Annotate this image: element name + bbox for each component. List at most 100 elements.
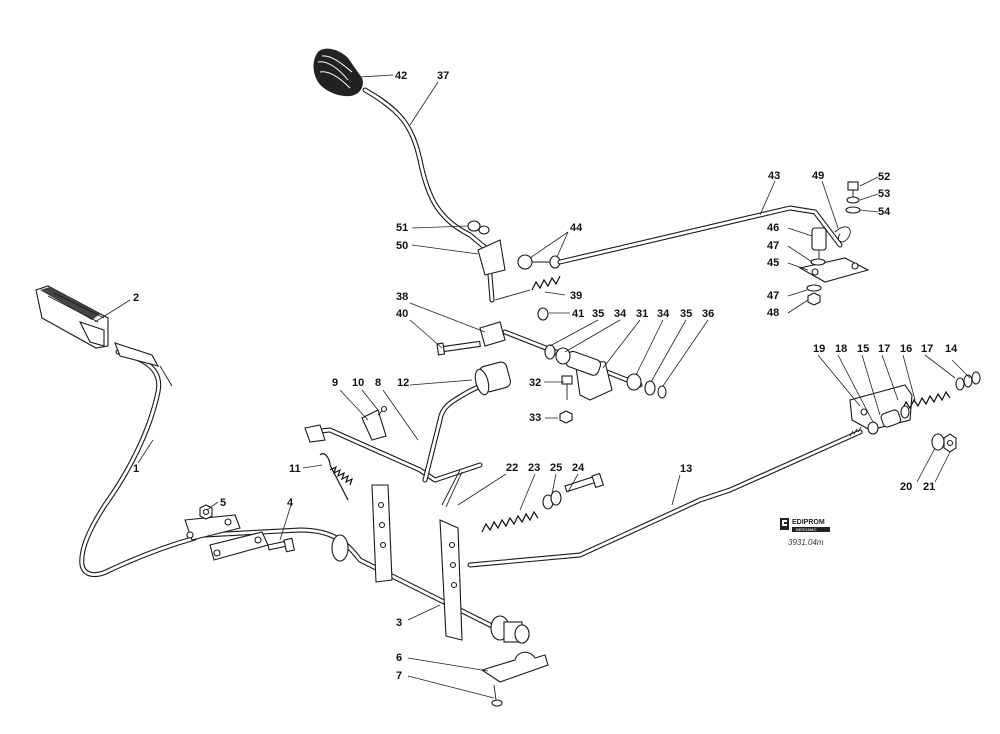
cross-shaft-part-3: [184, 484, 530, 644]
callout-33: 33: [529, 412, 541, 424]
callout-7: 7: [396, 670, 402, 682]
callout-47b: 47: [767, 290, 779, 302]
callout-6: 6: [396, 652, 402, 664]
callout-18: 18: [835, 343, 847, 355]
callout-16: 16: [900, 343, 912, 355]
spring-part-11: [319, 453, 354, 501]
callout-21: 21: [923, 481, 935, 493]
callout-9: 9: [332, 377, 338, 389]
callout-14: 14: [945, 343, 958, 355]
callout-36: 36: [702, 308, 714, 320]
lever-rod-part-8: [304, 424, 483, 483]
spring-part-16: [901, 390, 951, 411]
washer-part-54: [845, 206, 861, 214]
bolt-part-4: [267, 537, 295, 553]
logo-subtitle: BERGAMO: [796, 527, 816, 532]
callout-44: 44: [570, 222, 583, 234]
washer-part-47b: [806, 284, 822, 292]
washer-part-41: [537, 307, 549, 321]
pedal-rod-part-1: [79, 342, 198, 578]
callout-49: 49: [812, 170, 824, 182]
callout-39: 39: [570, 290, 582, 302]
spring-part-39: [494, 275, 561, 301]
washer-part-51: [467, 220, 490, 235]
callout-8: 8: [375, 377, 381, 389]
split-pin-part-22: [441, 469, 463, 508]
bolt-part-40: [436, 340, 481, 356]
washers-part-35-34: [544, 344, 667, 399]
lever-bracket-part-50: [477, 239, 506, 276]
callout-34a: 34: [614, 308, 627, 320]
callout-19: 19: [813, 343, 825, 355]
callout-20: 20: [900, 481, 912, 493]
bracket-part-45: [798, 257, 870, 283]
clamp-part-6: [480, 651, 549, 683]
logo-brand: EDIPROM: [792, 519, 825, 526]
callout-47a: 47: [767, 240, 779, 252]
washer-part-25: [542, 490, 562, 510]
leader-lines: [94, 74, 971, 699]
nut-part-33: [559, 410, 573, 424]
callout-35a: 35: [592, 308, 604, 320]
callout-48: 48: [767, 307, 779, 319]
callout-35b: 35: [680, 308, 692, 320]
screw-part-7: [491, 684, 503, 707]
spring-part-23: [481, 510, 539, 533]
drawing-code: 3931.04m: [788, 538, 824, 547]
callout-1: 1: [133, 463, 139, 475]
callout-53: 53: [878, 188, 890, 200]
swivel-part-15: [880, 409, 902, 428]
callout-40: 40: [396, 308, 408, 320]
callout-5: 5: [220, 497, 226, 509]
swivel-part-46: [811, 227, 827, 262]
callout-4: 4: [287, 497, 294, 509]
callout-24: 24: [572, 462, 585, 474]
clip-part-9: [361, 409, 387, 441]
callout-17b: 17: [921, 343, 933, 355]
callout-15: 15: [857, 343, 869, 355]
callout-43: 43: [768, 170, 780, 182]
washer-part-20: [931, 433, 945, 451]
screw-part-10: [377, 405, 388, 416]
callout-11: 11: [289, 463, 301, 475]
callout-32: 32: [529, 377, 541, 389]
callout-38: 38: [396, 291, 408, 303]
nut-part-5: [199, 504, 213, 520]
callout-31: 31: [636, 308, 648, 320]
callout-52: 52: [878, 171, 890, 183]
callout-2: 2: [133, 292, 139, 304]
ball-joint-part-44: [517, 254, 561, 270]
washer-part-47a: [810, 258, 826, 266]
grip-part-42: [313, 48, 363, 97]
callout-12: 12: [397, 377, 409, 389]
callout-41: 41: [572, 308, 584, 320]
callout-37: 37: [437, 70, 449, 82]
callout-labels: 1 2 3 4 5 6 7 8 9 10 11 12 13 14 15 16 1…: [133, 70, 958, 682]
callout-17a: 17: [878, 343, 890, 355]
bolt-part-32: [561, 375, 573, 400]
clip-part-49: [834, 226, 851, 243]
callout-34b: 34: [657, 308, 670, 320]
callout-25: 25: [550, 462, 562, 474]
washer-part-53: [846, 196, 860, 204]
nut-part-48: [807, 292, 821, 306]
publisher-logo: EDIPROM BERGAMO: [780, 518, 830, 532]
transmission-rod-part-13: [467, 426, 863, 568]
callout-51: 51: [396, 222, 408, 234]
callout-3: 3: [396, 617, 402, 629]
pedal-pad-part-2: [35, 285, 109, 349]
callout-23: 23: [528, 462, 540, 474]
callout-42: 42: [395, 70, 407, 82]
callout-22: 22: [506, 462, 518, 474]
bolt-part-24: [564, 472, 605, 493]
washers-part-17-14: [900, 371, 981, 419]
hand-lever-part-37: [362, 87, 495, 303]
pivot-rod-part-31: [502, 329, 643, 401]
callout-13: 13: [680, 463, 692, 475]
callout-54: 54: [878, 206, 891, 218]
callout-10: 10: [352, 377, 364, 389]
linkage-rod-part-43: [557, 205, 843, 265]
handle-rod-part-12: [422, 361, 511, 483]
